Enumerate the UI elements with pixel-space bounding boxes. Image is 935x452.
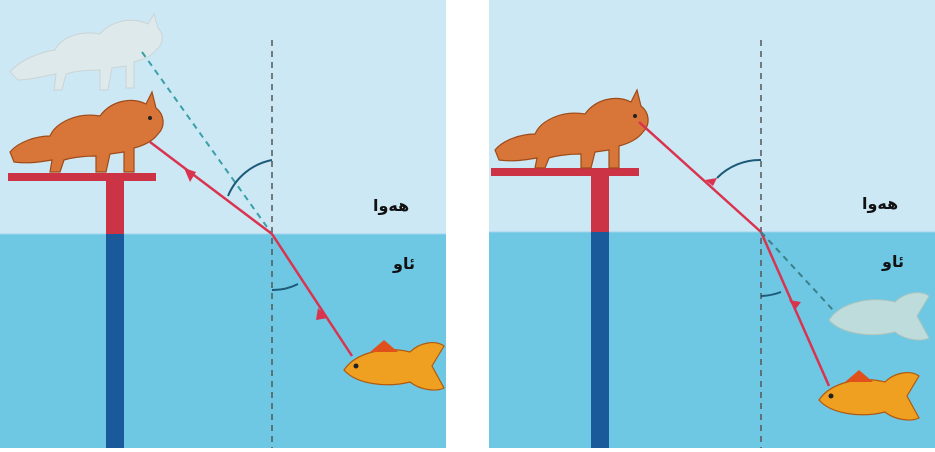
- refraction-scene-right: [489, 0, 935, 448]
- water-region: [489, 232, 935, 448]
- post-upper: [591, 176, 609, 232]
- refraction-scene-left: [0, 0, 446, 448]
- air-label: هەوا: [862, 194, 898, 213]
- diagram-panel-left: هەوا ئاو: [0, 0, 446, 448]
- platform: [8, 173, 156, 181]
- water-label: ئاو: [882, 252, 904, 271]
- diagram-panel-right: هەوا ئاو: [489, 0, 935, 448]
- post-lower: [106, 234, 124, 448]
- water-label: ئاو: [393, 254, 415, 273]
- platform: [491, 168, 639, 176]
- post-lower: [591, 232, 609, 448]
- water-region: [0, 234, 446, 448]
- air-label: هەوا: [373, 196, 409, 215]
- post-upper: [106, 181, 124, 234]
